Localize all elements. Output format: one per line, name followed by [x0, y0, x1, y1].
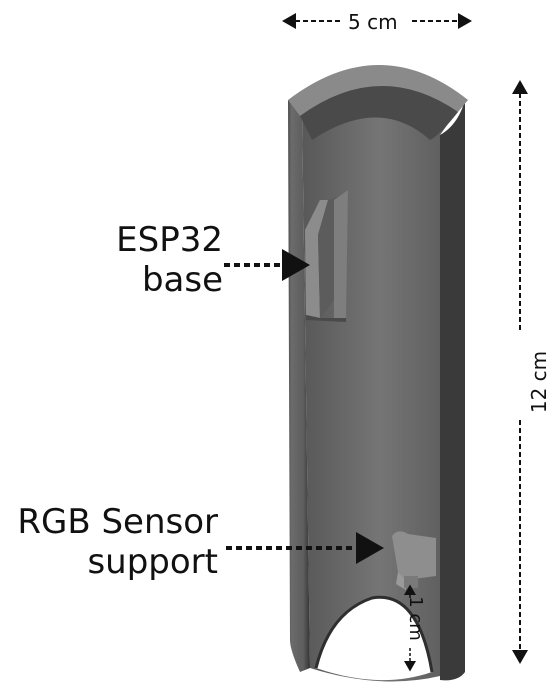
esp32-label-line1: ESP32 — [116, 220, 223, 260]
rgb-sensor-support — [392, 531, 436, 590]
esp32-base-label: ESP32 base — [116, 220, 223, 300]
rgb-label-line1: RGB Sensor — [17, 502, 218, 542]
tube-inner-wall — [302, 80, 458, 682]
esp32-base-bracket — [305, 190, 348, 322]
tube-left-wall — [288, 100, 310, 672]
tube-bottom-edge — [314, 595, 434, 673]
rgb-label-line2: support — [87, 542, 218, 582]
height-dimension-label: 12 cm — [527, 350, 550, 414]
tube-top-rim — [288, 65, 468, 116]
rgb-sensor-label: RGB Sensor support — [8, 502, 218, 582]
gap-dimension-label: 1 cm — [404, 596, 426, 641]
esp32-label-line2: base — [141, 260, 223, 300]
tube-right-wall — [440, 100, 465, 681]
width-dimension-label: 5 cm — [348, 10, 398, 34]
tube-bottom-opening — [316, 597, 432, 681]
tube-top-opening — [300, 85, 458, 140]
